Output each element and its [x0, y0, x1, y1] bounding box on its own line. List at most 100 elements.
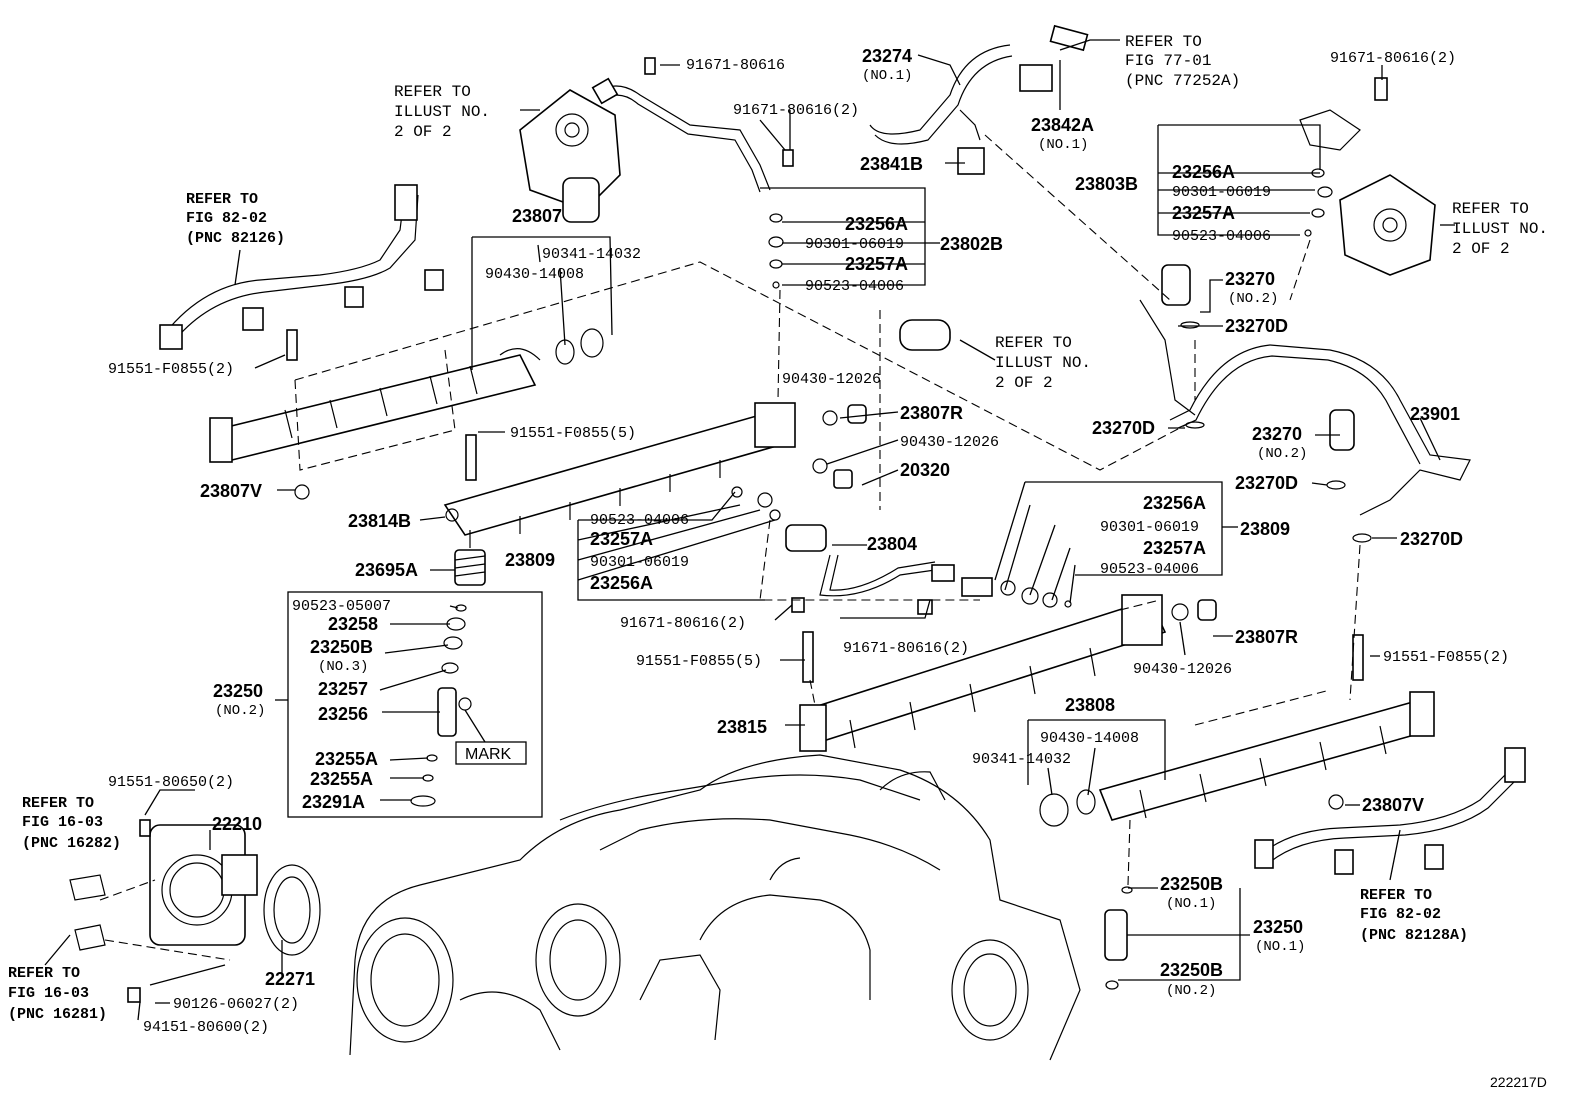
label-23807R-a: 23807R — [900, 403, 963, 423]
ref-line: ILLUST NO. — [1452, 220, 1548, 238]
label-23270D-a: 23270D — [1225, 316, 1288, 336]
label-23807R-b: 23807R — [1235, 627, 1298, 647]
label-23804: 23804 — [867, 534, 917, 554]
label-23270-b: 23270 — [1252, 424, 1302, 444]
label-23256A-center: 23256A — [845, 214, 908, 234]
label-23250-no1: 23250 — [1253, 917, 1303, 937]
part-drawings — [69, 24, 1526, 1061]
ref-line: REFER TO — [394, 83, 471, 101]
label-90301-right: 90301-06019 — [1172, 184, 1271, 201]
ref-line: 2 OF 2 — [394, 123, 452, 141]
label-23807V-b: 23807V — [1362, 795, 1424, 815]
label-23274-no: (NO.1) — [862, 68, 912, 84]
label-23842A-no: (NO.1) — [1038, 137, 1088, 153]
label-91671-c: 91671-80616(2) — [620, 615, 746, 632]
injector-right — [1104, 886, 1133, 990]
label-90523-center: 90523-04006 — [805, 278, 904, 295]
label-23807V-a: 23807V — [200, 481, 262, 501]
label-91671-d: 91671-80616(2) — [843, 640, 969, 657]
ref-line: (PNC 82128A) — [1360, 927, 1468, 944]
ref-line: (PNC 82126) — [186, 230, 285, 247]
label-23250B-no1-sub: (NO.1) — [1166, 896, 1216, 912]
label-23255A-a: 23255A — [315, 749, 378, 769]
label-mark: MARK — [465, 746, 512, 763]
ref-fig-16-03-b: REFER TO FIG 16-03 (PNC 16281) — [8, 965, 107, 1023]
label-23901: 23901 — [1410, 404, 1460, 424]
label-90341-a: 90341-14032 — [542, 246, 641, 263]
label-23291A: 23291A — [302, 792, 365, 812]
label-23257: 23257 — [318, 679, 368, 699]
label-23250-no2: 23250 — [213, 681, 263, 701]
ref-line: FIG 77-01 — [1125, 52, 1211, 70]
ref-line: FIG 16-03 — [8, 985, 89, 1002]
ref-illust-top-right: REFER TO ILLUST NO. 2 OF 2 — [1452, 200, 1548, 258]
ref-line: REFER TO — [8, 965, 80, 982]
label-91551-b: 91551-F0855(5) — [510, 425, 636, 442]
label-23809-a: 23809 — [505, 550, 555, 570]
label-23250-no1-sub: (NO.1) — [1255, 939, 1305, 955]
label-23803B: 23803B — [1075, 174, 1138, 194]
label-23250B-no2: 23250B — [1160, 960, 1223, 980]
label-91671-mid: 91671-80616(2) — [733, 102, 859, 119]
reference-notes: REFER TO FIG 77-01 (PNC 77252A) REFER TO… — [8, 33, 1548, 1023]
ref-line: FIG 82-02 — [1360, 906, 1441, 923]
ref-line: REFER TO — [1360, 887, 1432, 904]
label-91551-c: 91551-F0855(5) — [636, 653, 762, 670]
ref-fig-82-02-a: REFER TO FIG 82-02 (PNC 82126) — [186, 191, 285, 247]
label-23250B-no3-sub: (NO.3) — [318, 659, 368, 675]
label-23270D-b: 23270D — [1092, 418, 1155, 438]
label-22271: 22271 — [265, 969, 315, 989]
fuel-pipe-23901 — [1139, 299, 1471, 516]
fuel-rail-lower-right — [1039, 691, 1435, 827]
label-90523-right: 90523-04006 — [1172, 228, 1271, 245]
label-23274: 23274 — [862, 46, 912, 66]
label-23695A: 23695A — [355, 560, 418, 580]
label-23815: 23815 — [717, 717, 767, 737]
fuel-rail-left — [443, 402, 796, 548]
ref-line: REFER TO — [995, 334, 1072, 352]
leader-lines — [44, 39, 1455, 1021]
label-23258: 23258 — [328, 614, 378, 634]
label-20320: 20320 — [900, 460, 950, 480]
label-90301-d: 90301-06019 — [1100, 519, 1199, 536]
label-23270D-c: 23270D — [1235, 473, 1298, 493]
throttle-body — [69, 824, 321, 956]
ref-line: ILLUST NO. — [995, 354, 1091, 372]
wire-harness-right — [1254, 747, 1526, 875]
ref-line: ILLUST NO. — [394, 103, 490, 121]
intake-manifold — [349, 754, 1081, 1061]
label-90430-12026-c: 90430-12026 — [1133, 661, 1232, 678]
label-91671-top: 91671-80616 — [686, 57, 785, 74]
ref-line: REFER TO — [1125, 33, 1202, 51]
ref-line: REFER TO — [1452, 200, 1529, 218]
ref-illust-top-left: REFER TO ILLUST NO. 2 OF 2 — [394, 83, 490, 141]
ref-illust-center: REFER TO ILLUST NO. 2 OF 2 — [995, 334, 1091, 392]
label-23270-a: 23270 — [1225, 269, 1275, 289]
label-23257A-b: 23257A — [590, 529, 653, 549]
label-23250-no2-sub: (NO.2) — [215, 703, 265, 719]
label-23250B-no2-sub: (NO.2) — [1166, 983, 1216, 999]
label-23257A-center: 23257A — [845, 254, 908, 274]
label-90301-center: 90301-06019 — [805, 236, 904, 253]
label-23257A-d: 23257A — [1143, 538, 1206, 558]
part-labels: 23274 (NO.1) 91671-80616 91671-80616(2) … — [108, 46, 1547, 1090]
injector-parts — [410, 549, 486, 807]
label-23814B: 23814B — [348, 511, 411, 531]
fuel-rail-right — [799, 594, 1167, 752]
ref-line: REFER TO — [186, 191, 258, 208]
label-23256A-right: 23256A — [1172, 162, 1235, 182]
ref-line: (PNC 16282) — [22, 835, 121, 852]
label-90430-12026-a: 90430-12026 — [782, 371, 881, 388]
label-23256A-b: 23256A — [590, 573, 653, 593]
ref-line: 2 OF 2 — [1452, 240, 1510, 258]
label-90430-12026-b: 90430-12026 — [900, 434, 999, 451]
label-90341-b: 90341-14032 — [972, 751, 1071, 768]
ref-fig-82-02-b: REFER TO FIG 82-02 (PNC 82128A) — [1360, 887, 1468, 944]
small-hardware — [127, 57, 1388, 1003]
label-23807: 23807 — [512, 206, 562, 226]
fuel-pipe-23804 — [785, 524, 955, 597]
label-23270-b-no: (NO.2) — [1257, 446, 1307, 462]
label-91551-d: 91551-F0855(2) — [1383, 649, 1509, 666]
